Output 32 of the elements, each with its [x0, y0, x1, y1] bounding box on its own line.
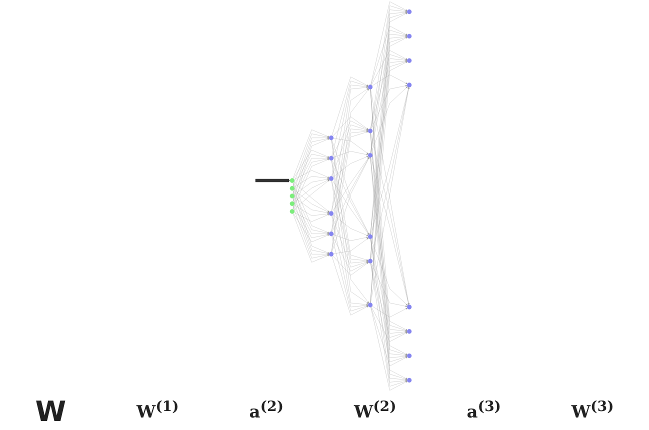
node-circle: [328, 136, 334, 140]
node-circle: [406, 378, 412, 383]
node-circle: [368, 258, 373, 264]
node-circle: [368, 128, 373, 134]
node-circle: [328, 231, 334, 236]
node-circle: [406, 82, 412, 88]
node-circle: [290, 186, 295, 191]
math-label: W$^{(2)}$: [354, 399, 396, 423]
node-circle: [328, 211, 334, 216]
node-circle: [328, 176, 334, 181]
node-circle: [406, 9, 412, 14]
weight-symbol: W: [35, 394, 66, 428]
math-label: a$^{(2)}$: [249, 399, 284, 423]
node-circle: [290, 209, 295, 214]
node-circle: [290, 201, 295, 206]
node-circle: [368, 84, 373, 90]
node-circle: [368, 234, 373, 239]
node-circle: [406, 329, 412, 334]
math-label: W$^{(3)}$: [571, 399, 614, 423]
arrow: [255, 178, 290, 182]
node-circle: [328, 156, 334, 161]
math-label: W$^{(1)}$: [136, 399, 179, 423]
node-circle: [406, 304, 412, 310]
node-circle: [406, 353, 412, 358]
node-circle: [368, 153, 373, 158]
node-circle: [406, 34, 412, 39]
math-label: a$^{(3)}$: [466, 399, 501, 423]
node-circle: [290, 194, 295, 198]
node-circle: [406, 58, 412, 63]
node-circle: [368, 302, 373, 308]
node-circle: [328, 252, 334, 256]
node-circle: [290, 178, 295, 183]
